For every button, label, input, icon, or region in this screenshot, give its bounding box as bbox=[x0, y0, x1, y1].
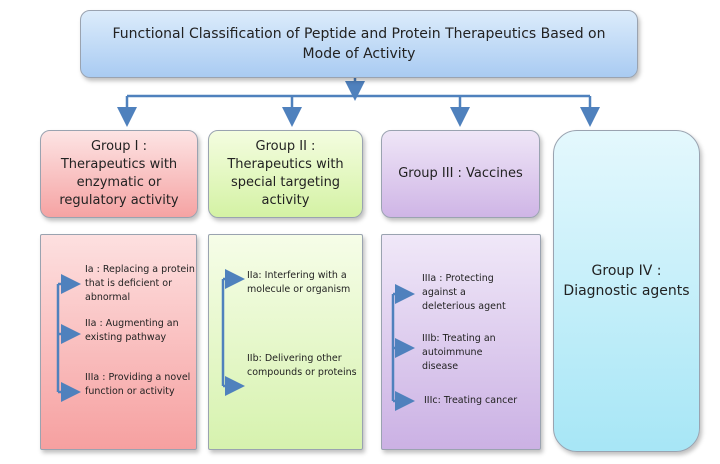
list-item: IIa : Augmenting an existing pathway bbox=[85, 318, 179, 343]
list-item: IIb: Delivering other compounds or prote… bbox=[247, 353, 357, 378]
list-item: IIIa : Providing a novel function or act… bbox=[85, 372, 191, 397]
list-item: IIa: Interfering with a molecule or orga… bbox=[247, 270, 351, 295]
list-item: IIIa : Protecting against a deleterious … bbox=[422, 273, 506, 312]
group-3-header: Group III : Vaccines bbox=[381, 130, 540, 218]
list-item: IIIc: Treating cancer bbox=[424, 395, 518, 406]
group-4-title: Group IV : Diagnostic agents bbox=[563, 263, 690, 299]
group-1-header: Group I : Therapeutics with enzymatic or… bbox=[40, 130, 198, 218]
list-item: Ia : Replacing a protein that is deficie… bbox=[85, 264, 195, 303]
diagram-title: Functional Classification of Peptide and… bbox=[80, 10, 638, 78]
group-3-title: Group III : Vaccines bbox=[398, 166, 523, 181]
group-2-header: Group II : Therapeutics with special tar… bbox=[208, 130, 363, 218]
group-1-title: Group I : Therapeutics with enzymatic or… bbox=[59, 139, 179, 208]
group-4-box: Group IV : Diagnostic agents bbox=[553, 130, 700, 452]
group-2-title: Group II : Therapeutics with special tar… bbox=[227, 139, 344, 208]
list-item: IIIb: Treating an autoimmune disease bbox=[422, 333, 496, 372]
